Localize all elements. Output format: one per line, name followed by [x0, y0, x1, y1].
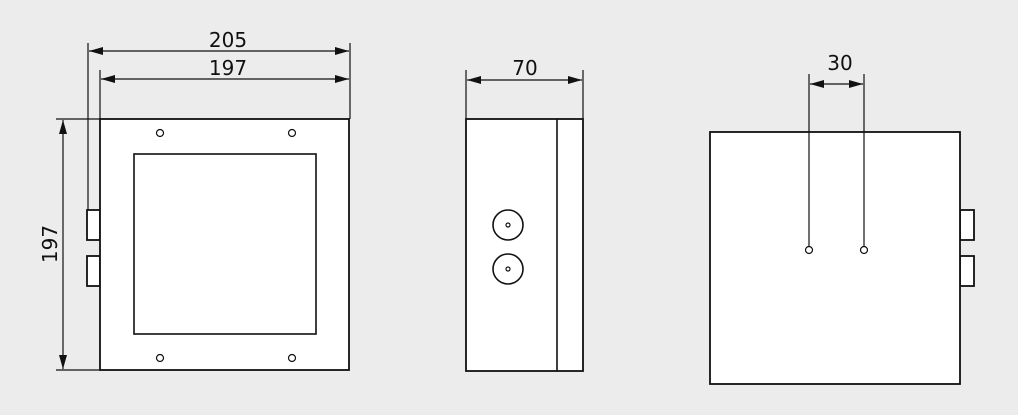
front-view-tab-upper — [86, 209, 101, 241]
back-view: 30 — [709, 51, 975, 385]
screw-bottom-left — [155, 353, 165, 363]
dim-label-height: 197 — [38, 225, 62, 263]
side-view-enclosure — [465, 118, 584, 372]
mounting-hole-right — [859, 245, 869, 255]
cable-gland-lower-center — [505, 266, 511, 272]
screw-top-right — [287, 128, 297, 138]
dim-label-hole-spacing: 30 — [827, 51, 852, 75]
front-view-enclosure — [99, 118, 350, 371]
front-view-window — [133, 153, 317, 335]
dim-label-depth: 70 — [512, 56, 537, 80]
front-view-tab-lower — [86, 255, 101, 287]
side-view: 70 — [465, 56, 584, 372]
screw-top-left — [155, 128, 165, 138]
dim-label-inner-width: 197 — [209, 56, 247, 80]
dim-label-outer-width: 205 — [209, 28, 247, 52]
mounting-hole-left — [804, 245, 814, 255]
cable-gland-upper — [492, 209, 524, 241]
back-view-enclosure — [709, 131, 961, 385]
front-view: 205 197 197 — [38, 28, 351, 371]
screw-bottom-right — [287, 353, 297, 363]
back-view-tab-lower — [959, 255, 975, 287]
cable-gland-upper-center — [505, 222, 511, 228]
back-view-tab-upper — [959, 209, 975, 241]
cable-gland-lower — [492, 253, 524, 285]
